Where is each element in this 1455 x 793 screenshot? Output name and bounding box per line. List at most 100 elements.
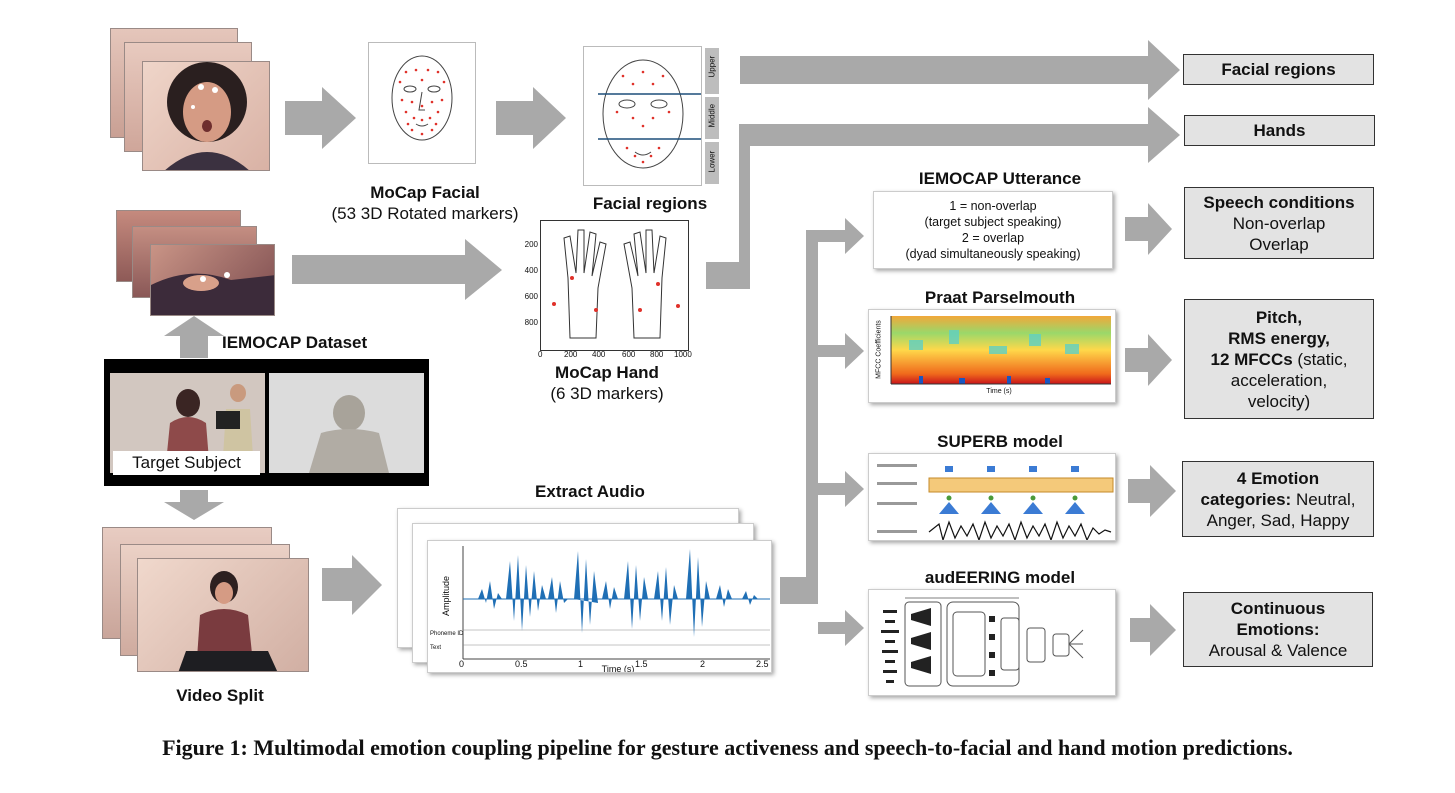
output-acoustic-features: Pitch, RMS energy, 12 MFCCs (static, acc…: [1184, 299, 1374, 419]
face-frame-front: [142, 61, 270, 171]
utterance-line-3: 2 = overlap: [961, 231, 1025, 245]
output-hands: Hands: [1184, 115, 1375, 146]
utterance-line-4: (dyad simultaneously speaking): [905, 247, 1081, 261]
audio-panel-front: Amplitude Phoneme ID Text 0 0.5 1 1.5 2 …: [427, 540, 772, 673]
continuous-title-2: Emotions:: [1236, 620, 1320, 639]
hand-x-tick-800: 800: [650, 350, 664, 359]
hand-y-tick-200: 200: [524, 240, 538, 249]
hand-marker-plot: [540, 220, 689, 351]
utterance-line-1: 1 = non-overlap: [949, 199, 1037, 213]
arrow-audio-branch: [780, 218, 864, 604]
hand-video-stack: [116, 210, 278, 320]
arrow-dataset-down: [164, 490, 224, 520]
praat-title: Praat Parselmouth: [924, 288, 1076, 307]
arrow-audeering-output: [1130, 604, 1176, 656]
audio-xtick-0: 0: [459, 659, 465, 669]
audio-row-phoneme: Phoneme ID: [430, 631, 464, 637]
arrow-video-to-audio: [322, 555, 382, 615]
mocap-facial-title: MoCap Facial: [370, 183, 480, 202]
superb-architecture: [877, 464, 1114, 540]
mocap-facial-diagram: [368, 42, 476, 164]
arrow-facial-to-regions: [496, 87, 566, 149]
utterance-title: IEMOCAP Utterance: [918, 169, 1082, 188]
hand-x-tick-1000: 1000: [674, 350, 692, 359]
emotion-neutral: Neutral,: [1291, 489, 1356, 509]
output-emotion-categories: 4 Emotion categories: Neutral, Anger, Sa…: [1182, 461, 1374, 537]
speech-conditions-nonoverlap: Non-overlap: [1232, 213, 1326, 233]
acoustic-rms: RMS energy,: [1228, 328, 1330, 348]
arrow-hand-video-to-mocap: [292, 239, 502, 300]
face-marker-plot: [368, 42, 476, 164]
utterance-line-2: (target subject speaking): [924, 215, 1062, 229]
utterance-box: 1 = non-overlap (target subject speaking…: [873, 191, 1113, 269]
emotion-categories-line2: categories: Neutral,: [1201, 489, 1356, 510]
dataset-right-scene: [269, 373, 424, 473]
emotion-categories-label: categories:: [1200, 489, 1292, 509]
dataset-title: IEMOCAP Dataset: [222, 333, 368, 352]
arrow-superb-output: [1128, 465, 1176, 517]
audio-xtick-1: 1: [578, 659, 584, 669]
audeering-architecture: [881, 597, 1084, 687]
hand-x-tick-400: 400: [592, 350, 606, 359]
continuous-title-1: Continuous: [1230, 599, 1326, 618]
hand-x-tick-0: 0: [538, 350, 543, 359]
audio-xtick-2: 2: [700, 659, 706, 669]
arrow-branch-praat: [818, 333, 864, 369]
hand-y-tick-600: 600: [524, 292, 538, 301]
superb-box: [868, 453, 1116, 541]
acoustic-static: (static,: [1292, 349, 1348, 369]
figure-caption: Figure 1: Multimodal emotion coupling pi…: [162, 735, 1293, 760]
region-band-upper: Upper: [707, 55, 717, 78]
face-regions-plot: [583, 46, 719, 186]
speech-conditions-title: Speech conditions: [1203, 192, 1355, 212]
praat-xlabel: Time (s): [986, 388, 1012, 395]
region-band-lower: Lower: [707, 150, 717, 173]
audeering-box: [868, 589, 1116, 696]
emotion-categories-title: 4 Emotion: [1236, 468, 1320, 488]
emotion-categories-line3: Anger, Sad, Happy: [1206, 510, 1350, 530]
continuous-arousal-valence: Arousal & Valence: [1208, 641, 1348, 660]
output-continuous-emotions: Continuous Emotions: Arousal & Valence: [1183, 592, 1373, 667]
acoustic-velocity: velocity): [1247, 391, 1311, 411]
acoustic-pitch: Pitch,: [1255, 307, 1303, 327]
audio-row-text: Text: [430, 645, 442, 651]
hand-y-tick-800: 800: [524, 318, 538, 327]
superb-title: SUPERB model: [937, 432, 1063, 451]
arrow-praat-output: [1125, 334, 1172, 386]
audio-xlabel: Time (s): [601, 664, 635, 673]
acoustic-mfcc: 12 MFCCs: [1210, 349, 1293, 369]
praat-ylabel: MFCC Coefficients: [875, 320, 883, 379]
mocap-facial-subtitle: (53 3D Rotated markers): [331, 204, 519, 223]
mocap-hand-subtitle: (6 3D markers): [550, 384, 664, 403]
region-band-middle: Middle: [707, 103, 717, 128]
hand-y-tick-400: 400: [524, 266, 538, 275]
video-split-stack: [102, 527, 312, 675]
dataset-frame: Target Subject: [104, 359, 429, 486]
mocap-hand-diagram: 200 400 600 800 0 200 400 600 800 1000: [520, 218, 692, 360]
arrow-to-hands-output: [706, 107, 1180, 289]
acoustic-acceleration: acceleration,: [1230, 370, 1328, 390]
praat-box: MFCC Coefficients Time (s): [868, 309, 1116, 403]
output-facial-regions: Facial regions: [1183, 54, 1374, 85]
arrow-dataset-up: [164, 316, 224, 358]
audio-ylabel: Amplitude: [441, 575, 451, 617]
mfcc-spectrogram: [890, 316, 1111, 385]
split-frame-front: [137, 558, 309, 672]
audio-xtick-05: 0.5: [515, 659, 528, 669]
arrow-branch-superb: [818, 471, 864, 507]
arrow-branch-audeering: [818, 610, 864, 646]
target-subject-label: Target Subject: [113, 451, 260, 475]
waveform-plot: [462, 546, 770, 660]
audio-xtick-15: 1.5: [635, 659, 648, 669]
video-split-title: Video Split: [176, 686, 264, 705]
hand-x-tick-200: 200: [564, 350, 578, 359]
facial-regions-diagram: Upper Middle Lower: [583, 46, 721, 186]
arrow-utterance-output: [1125, 203, 1172, 255]
facial-regions-title: Facial regions: [592, 194, 708, 213]
face-video-stack: [110, 28, 270, 173]
extract-audio-title: Extract Audio: [535, 482, 645, 501]
output-speech-conditions: Speech conditions Non-overlap Overlap: [1184, 187, 1374, 259]
acoustic-mfcc-line: 12 MFCCs (static,: [1211, 349, 1348, 370]
hand-x-tick-600: 600: [622, 350, 636, 359]
